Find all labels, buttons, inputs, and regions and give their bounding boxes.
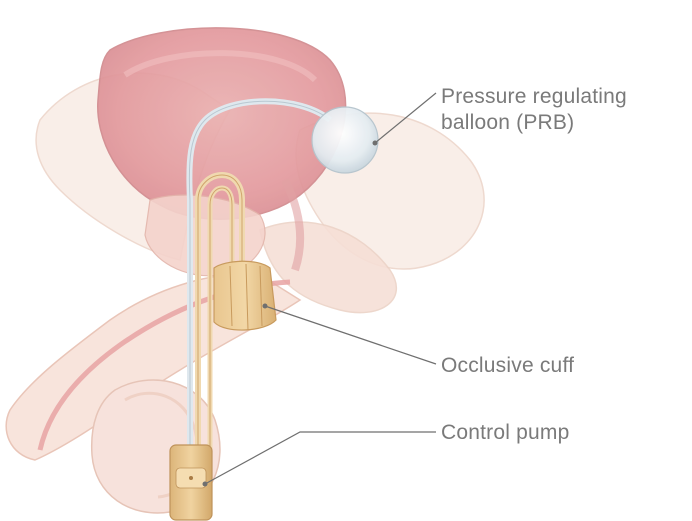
occlusive-cuff-label: Occlusive cuff xyxy=(441,353,574,379)
prb-label-line2: balloon (PRB) xyxy=(441,110,627,136)
pressure-regulating-balloon-label: Pressure regulating balloon (PRB) xyxy=(441,84,627,136)
cuff-leader-line xyxy=(265,306,436,364)
cuff-leader-dot xyxy=(263,304,268,309)
prb-leader-dot xyxy=(373,141,378,146)
control-pump-label: Control pump xyxy=(441,420,569,446)
pump-leader-dot xyxy=(203,482,208,487)
prb-label-line1: Pressure regulating xyxy=(441,84,627,110)
pressure-regulating-balloon xyxy=(312,107,378,173)
occlusive-cuff xyxy=(214,261,276,330)
pump-leader-line xyxy=(205,432,436,484)
